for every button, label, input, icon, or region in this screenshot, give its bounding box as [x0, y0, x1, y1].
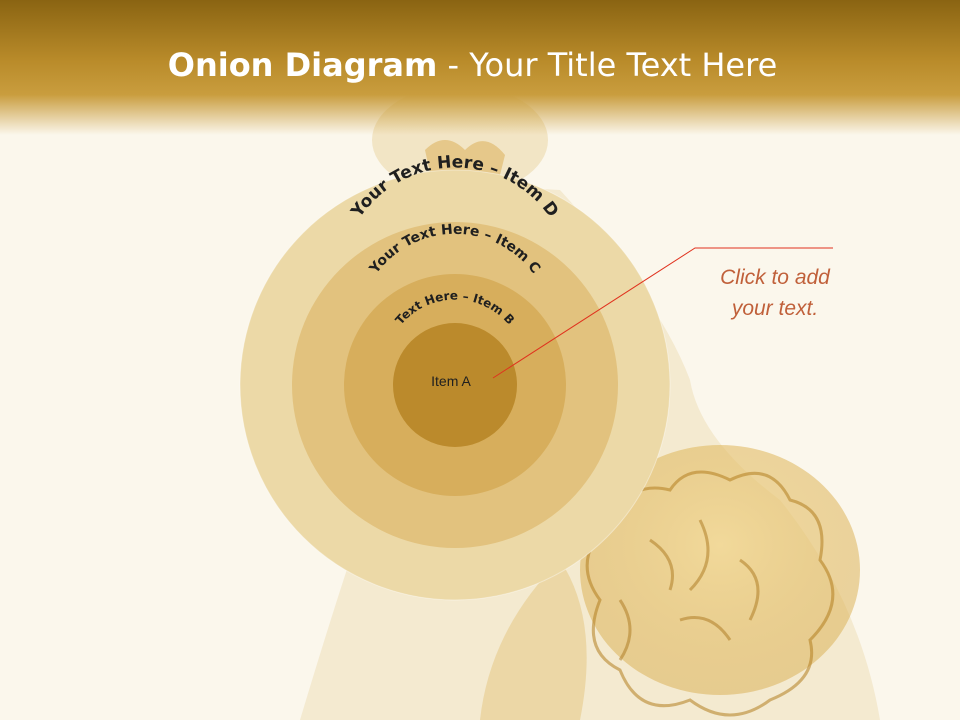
- slide-title[interactable]: Onion Diagram - Your Title Text Here: [0, 46, 945, 84]
- callout-line-2: your text.: [731, 297, 819, 320]
- title-bar: [0, 0, 960, 135]
- title-bold: Onion Diagram: [167, 46, 438, 84]
- callout-line-1: Click to add: [720, 266, 830, 289]
- title-rest: - Your Title Text Here: [437, 46, 778, 84]
- layer-a-label: Item A: [431, 373, 471, 389]
- callout-pointer-line: [492, 247, 833, 379]
- onion-layer-a[interactable]: [393, 323, 517, 447]
- callout-text-box[interactable]: Click to add your text.: [680, 262, 870, 324]
